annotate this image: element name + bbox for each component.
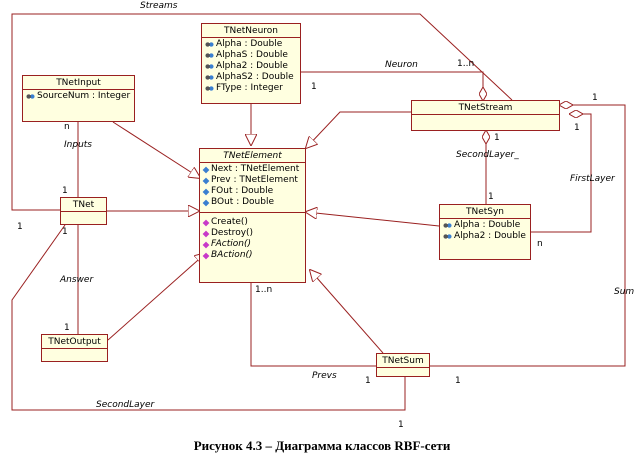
attribute: Alpha2 : Double <box>443 231 527 242</box>
attribute-icon <box>202 199 210 206</box>
attribute-icon <box>205 74 214 81</box>
assoc-prevs <box>250 283 376 367</box>
operation-icon <box>202 219 210 226</box>
figure-caption: Рисунок 4.3 – Диаграмма классов RBF-сети <box>193 438 451 453</box>
role-prevs: Prevs <box>312 371 337 381</box>
mult-sum-bottom: 1 <box>398 420 404 430</box>
attribute: Next : TNetElement <box>202 164 302 175</box>
class-tnetelement[interactable]: TNetElement Next : TNetElement Prev : TN… <box>199 148 306 283</box>
role-sum: Sum <box>614 287 635 297</box>
attribute-icon <box>205 63 214 70</box>
attribute: AlphaS : Double <box>205 50 297 61</box>
role-secondlayer: SecondLayer <box>96 400 155 410</box>
attribute: AlphaS2 : Double <box>205 72 297 83</box>
class-tnet[interactable]: TNet <box>60 197 107 225</box>
attribute-icon <box>202 177 210 184</box>
operation: BAction() <box>202 250 302 261</box>
mult-syn-n: n <box>537 239 543 249</box>
attributes: Next : TNetElement Prev : TNetElement FO… <box>200 162 305 212</box>
mult-tnet-left: 1 <box>17 222 23 232</box>
assoc-streams <box>11 13 513 211</box>
operations: Create() Destroy() FAction() BAction() <box>200 212 305 262</box>
attribute-icon <box>202 188 210 195</box>
gen-input <box>112 121 200 178</box>
class-tnetstream[interactable]: TNetStream <box>411 100 560 131</box>
role-neuron: Neuron <box>385 60 418 70</box>
attribute: Alpha : Double <box>443 220 527 231</box>
class-name: TNetSum <box>382 356 424 366</box>
role-answer: Answer <box>60 275 94 285</box>
mult-output-top: 1 <box>64 323 70 333</box>
role-inputs: Inputs <box>64 140 92 150</box>
class-name: TNetInput <box>56 78 101 88</box>
mult-stream-right-a: 1 <box>592 93 598 103</box>
mult-sum-left: 1 <box>365 376 371 386</box>
class-tnetinput[interactable]: TNetInput SourceNum : Integer <box>22 75 135 122</box>
gen-syn <box>306 212 440 227</box>
attribute: SourceNum : Integer <box>26 91 131 102</box>
gen-sum <box>310 270 384 354</box>
operation: Destroy() <box>202 228 302 239</box>
class-name: TNetNeuron <box>224 26 278 36</box>
attributes <box>412 114 559 125</box>
mult-streams-stream: 1..n <box>457 59 475 69</box>
attributes <box>61 211 106 221</box>
mult-prevs-element: 1..n <box>255 285 273 295</box>
class-tnetneuron[interactable]: TNetNeuron Alpha : Double AlphaS : Doubl… <box>201 23 301 104</box>
mult-input-n: n <box>64 122 70 132</box>
operation: Create() <box>202 217 302 228</box>
operation: FAction() <box>202 239 302 250</box>
operation-icon <box>202 230 210 237</box>
mult-stream-bottom: 1 <box>494 133 500 143</box>
attributes <box>42 348 107 358</box>
class-name: TNetElement <box>223 151 282 161</box>
gen-stream <box>306 111 411 148</box>
attribute-icon <box>202 166 210 173</box>
attribute: Prev : TNetElement <box>202 175 302 186</box>
attribute-icon <box>443 222 452 229</box>
mult-stream-right-b: 1 <box>574 123 580 133</box>
mult-syn-top: 1 <box>488 192 494 202</box>
attributes: SourceNum : Integer <box>23 89 134 103</box>
attributes: Alpha : Double Alpha2 : Double <box>440 218 530 243</box>
operation-icon <box>202 241 210 248</box>
class-name: TNet <box>72 200 95 210</box>
mult-tnet-bottom: 1 <box>62 227 68 237</box>
mult-neuron: 1 <box>311 82 317 92</box>
assoc-neuron <box>301 71 483 100</box>
class-name: TNetStream <box>458 103 513 113</box>
attribute: Alpha : Double <box>205 39 297 50</box>
attribute: Alpha2 : Double <box>205 61 297 72</box>
attributes <box>377 367 429 375</box>
role-streams: Streams <box>140 1 178 11</box>
operation-icon <box>202 252 210 259</box>
attribute: FOut : Double <box>202 186 302 197</box>
attribute-icon <box>205 41 214 48</box>
assoc-sum <box>430 105 626 367</box>
mult-tnet-top: 1 <box>62 186 68 196</box>
attributes: Alpha : Double AlphaS : Double Alpha2 : … <box>202 37 300 95</box>
attribute-icon <box>26 93 35 100</box>
attribute: BOut : Double <box>202 197 302 208</box>
attribute-icon <box>205 52 214 59</box>
mult-sum-right: 1 <box>455 376 461 386</box>
class-name: TNetOutput <box>48 337 101 347</box>
assoc-secondlayer <box>11 224 406 411</box>
role-firstlayer: FirstLayer <box>570 174 615 184</box>
attribute: FType : Integer <box>205 83 297 94</box>
attribute-icon <box>443 233 452 240</box>
class-tnetsum[interactable]: TNetSum <box>376 353 430 377</box>
assoc-firstlayer <box>531 114 592 233</box>
class-tnetsyn[interactable]: TNetSyn Alpha : Double Alpha2 : Double <box>439 204 531 260</box>
class-tnetoutput[interactable]: TNetOutput <box>41 334 108 362</box>
role-secondlayer-: SecondLayer_ <box>456 150 519 160</box>
gen-output <box>107 253 206 341</box>
attribute-icon <box>205 85 214 92</box>
class-name: TNetSyn <box>465 207 505 217</box>
